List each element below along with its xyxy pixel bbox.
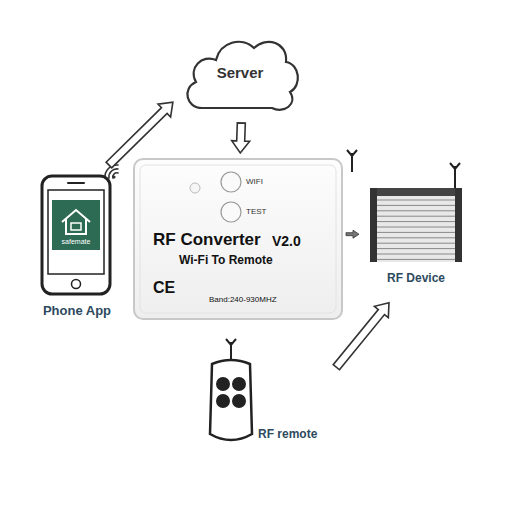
phone-drawing bbox=[42, 176, 110, 294]
product-version: V2.0 bbox=[272, 233, 301, 249]
node-label: Phone App bbox=[32, 304, 122, 319]
button-label: WIFI bbox=[246, 177, 263, 186]
converter-box: WIFI TEST RF Converter V2.0Wi-Fi To RemoteC… bbox=[133, 158, 343, 320]
converter-drawing bbox=[134, 159, 342, 319]
band-label: Band:240-930MHZ bbox=[209, 295, 277, 304]
rf-remote: RF remote bbox=[198, 338, 330, 450]
phone-app: safematePhone App bbox=[32, 172, 125, 324]
flow-arrow bbox=[346, 230, 359, 238]
server-label: Server bbox=[180, 64, 300, 81]
server-cloud: Server bbox=[180, 30, 303, 118]
flow-arrow bbox=[232, 123, 250, 153]
flow-arrow bbox=[106, 102, 173, 168]
product-name: RF Converter bbox=[153, 230, 261, 250]
rf-device: RF Device bbox=[362, 160, 473, 295]
wifi-dot bbox=[112, 175, 115, 178]
ce-mark: CE bbox=[153, 279, 175, 297]
remote-drawing bbox=[210, 339, 252, 440]
phone-app-outline bbox=[32, 172, 122, 324]
app-name: safemate bbox=[52, 238, 100, 246]
node-label: RF remote bbox=[258, 428, 317, 442]
shutter-drawing bbox=[370, 163, 462, 262]
node-label: RF Device bbox=[362, 272, 470, 286]
button-label: TEST bbox=[246, 207, 266, 216]
converter-antenna bbox=[347, 150, 357, 172]
product-subtitle: Wi-Fi To Remote bbox=[179, 254, 273, 268]
